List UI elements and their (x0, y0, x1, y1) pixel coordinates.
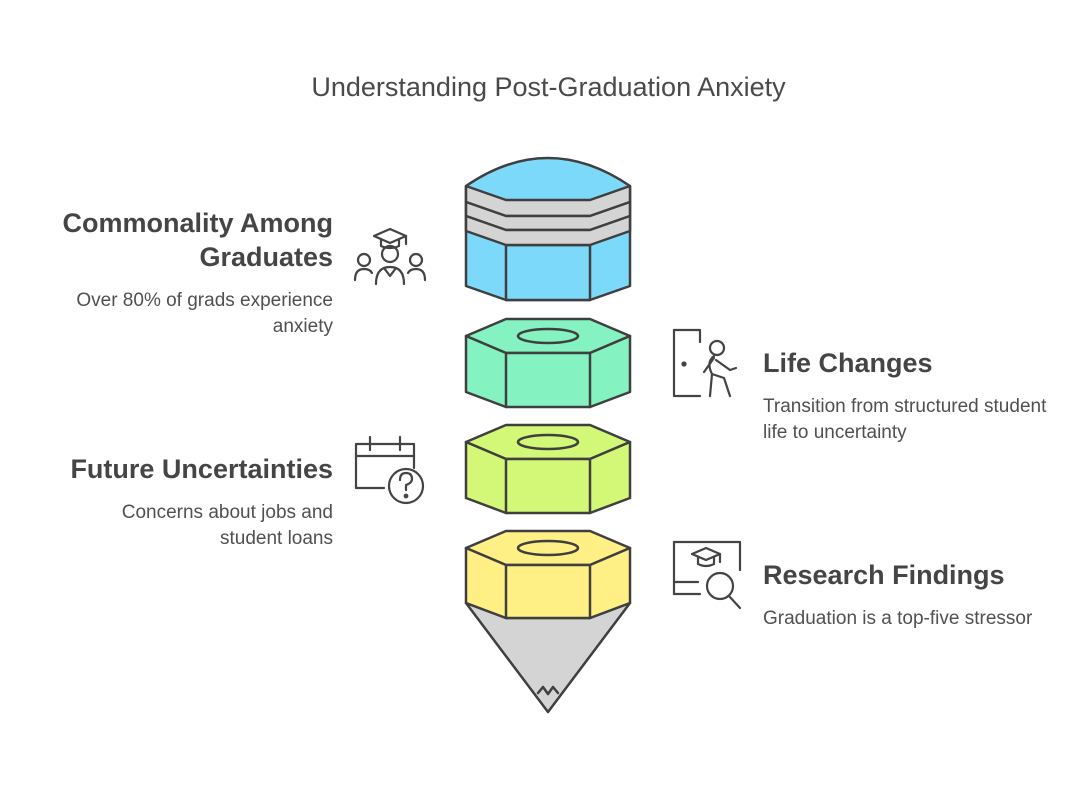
graduates-group-icon (352, 224, 428, 295)
item-heading: Research Findings (763, 560, 1005, 590)
pencil-segment-research-findings (464, 529, 632, 714)
item-description: Over 80% of grads experience anxiety (76, 290, 333, 337)
item-description: Concerns about jobs and student loans (121, 502, 333, 549)
item-description: Graduation is a top-five stressor (763, 608, 1033, 629)
item-life-changes: Life Changes Transition from structured … (763, 346, 1053, 446)
pencil-segment-life-changes (464, 317, 632, 409)
page-title: Understanding Post-Graduation Anxiety (311, 72, 786, 102)
pencil-cap (464, 156, 632, 302)
person-leaving-door-icon (670, 328, 744, 405)
pencil-segment-future-uncertainties (464, 423, 632, 515)
item-future-uncertainties: Future Uncertainties Concerns about jobs… (33, 452, 333, 552)
item-heading: Future Uncertainties (70, 454, 333, 484)
item-commonality: Commonality Among Graduates Over 80% of … (33, 206, 333, 340)
item-heading: Commonality Among Graduates (62, 208, 333, 272)
item-description: Transition from structured student life … (763, 396, 1047, 443)
calendar-question-icon (352, 434, 428, 509)
item-research-findings: Research Findings Graduation is a top-fi… (763, 558, 1053, 632)
research-magnifier-icon (670, 540, 746, 617)
item-heading: Life Changes (763, 348, 933, 378)
